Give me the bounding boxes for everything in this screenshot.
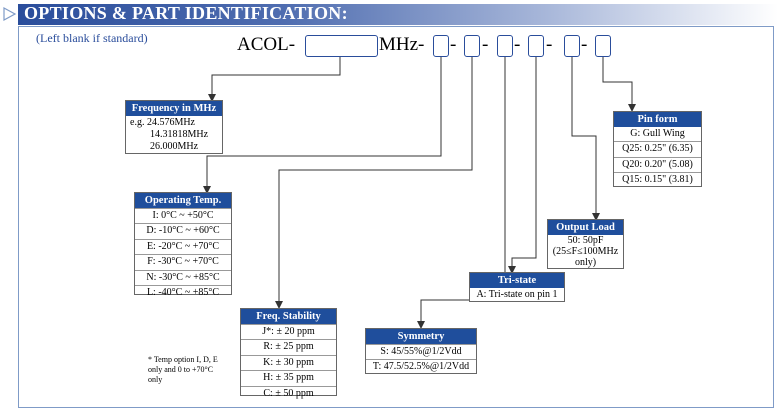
table-row: H: ± 35 ppm	[241, 370, 336, 385]
footnote-line: only	[148, 375, 163, 384]
table-row: Q20: 0.20" (5.08)	[614, 156, 701, 172]
header-bar	[18, 4, 778, 25]
connector-stability	[275, 57, 473, 309]
temp-footnote: * Temp option I, D, E only and 0 to +70°…	[148, 355, 218, 385]
pin-form-title: Pin form	[614, 112, 701, 127]
code-slot-frequency	[305, 35, 378, 57]
footnote-line: only and 0 to +70°C	[148, 365, 214, 374]
freq-stability-title: Freq. Stability	[241, 309, 336, 324]
output-load-line: (25≤F≤100MHz	[552, 246, 619, 257]
connector-temp	[203, 57, 442, 194]
table-row: G: Gull Wing	[630, 128, 685, 139]
frequency-example: 14.31818MHz	[150, 129, 209, 140]
table-row: D: -10°C ~ +60°C	[135, 223, 231, 238]
frequency-box: Frequency in MHz e.g. 24.576MHz 14.31818…	[125, 100, 223, 154]
code-slot-stability	[464, 35, 480, 57]
code-slot-output-load	[564, 35, 580, 57]
triangle-arrow-icon	[3, 7, 17, 21]
output-load-title: Output Load	[548, 220, 623, 235]
table-row: L: -40°C ~ +85°C	[135, 284, 231, 300]
code-separator: -	[581, 34, 588, 55]
symmetry-table: Symmetry S: 45/55%@1/2Vdd T: 47.5/52.5%@…	[365, 328, 477, 374]
table-row: I: 0°C ~ +50°C	[135, 208, 231, 223]
operating-temp-table: Operating Temp. I: 0°C ~ +50°C D: -10°C …	[134, 192, 232, 298]
content-frame	[18, 26, 774, 408]
output-load-line: only)	[574, 257, 597, 268]
code-slot-pin-form	[595, 35, 611, 57]
table-row: S: 45/55%@1/2Vdd	[366, 344, 476, 359]
section-header: OPTIONS & PART IDENTIFICATION:	[0, 0, 778, 26]
table-row: F: -30°C ~ +70°C	[135, 254, 231, 269]
connector-frequency	[208, 57, 341, 102]
code-separator: -	[482, 34, 489, 55]
freq-stability-table: Freq. Stability J*: ± 20 ppm R: ± 25 ppm…	[240, 308, 337, 399]
tri-state-title: Tri-state	[470, 273, 564, 288]
code-separator: -	[546, 34, 553, 55]
code-prefix: ACOL-	[237, 34, 296, 55]
output-load-box: Output Load 50: 50pF (25≤F≤100MHz only)	[547, 219, 624, 269]
frequency-example: 26.000MHz	[150, 141, 199, 152]
code-unit: MHz-	[379, 34, 425, 55]
table-row: C: ± 50 ppm	[241, 385, 336, 401]
connector-symmetry	[417, 57, 506, 329]
table-row: Q15: 0.15" (3.81)	[614, 172, 701, 187]
code-slot-temp	[433, 35, 449, 57]
operating-temp-title: Operating Temp.	[135, 193, 231, 208]
table-row: Q25: 0.25" (6.35)	[614, 141, 701, 156]
frequency-title: Frequency in MHz	[126, 101, 222, 116]
code-separator: -	[450, 34, 457, 55]
default-note: (Left blank if standard)	[36, 31, 148, 45]
code-slot-symmetry	[497, 35, 513, 57]
page-title: OPTIONS & PART IDENTIFICATION:	[24, 3, 348, 23]
frequency-example: e.g. 24.576MHz	[130, 117, 195, 128]
code-slot-tristate	[528, 35, 544, 57]
pin-form-table: Pin form G: Gull Wing Q25: 0.25" (6.35) …	[613, 111, 702, 187]
connector-output-load	[571, 57, 600, 221]
table-row: K: ± 30 ppm	[241, 354, 336, 370]
footnote-line: * Temp option I, D, E	[148, 355, 218, 364]
output-load-line: 50: 50pF	[567, 235, 604, 246]
table-row: E: -20°C ~ +70°C	[135, 238, 231, 254]
table-row: N: -30°C ~ +85°C	[135, 269, 231, 285]
code-separator: -	[514, 34, 521, 55]
table-row: R: ± 25 ppm	[241, 339, 336, 354]
symmetry-title: Symmetry	[366, 329, 476, 344]
table-row: A: Tri-state on pin 1	[476, 289, 558, 300]
table-row: J*: ± 20 ppm	[241, 324, 336, 339]
connector-pin-form	[602, 57, 636, 112]
connector-tristate	[508, 57, 537, 274]
table-row: T: 47.5/52.5%@1/2Vdd	[366, 359, 476, 374]
tri-state-table: Tri-state A: Tri-state on pin 1	[469, 272, 565, 302]
